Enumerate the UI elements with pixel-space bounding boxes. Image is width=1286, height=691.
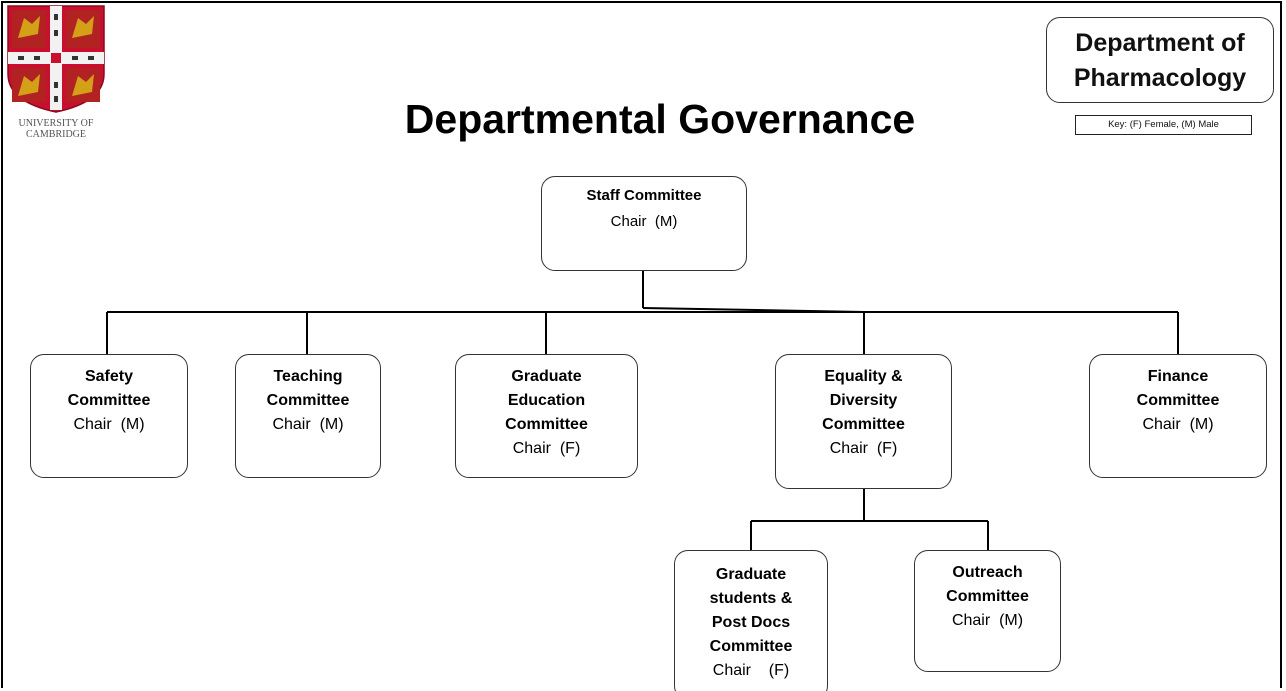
node-chair: Chair (M) xyxy=(610,213,678,230)
crest-text-line2: CAMBRIDGE xyxy=(26,129,86,140)
node-chair: Chair (F) xyxy=(512,440,581,457)
node-chair: Chair (M) xyxy=(951,612,1024,629)
department-label: Department of Pharmacology xyxy=(1046,17,1274,103)
department-line-1: Department of xyxy=(1075,29,1245,57)
node-name: Outreach Committee xyxy=(946,564,1029,605)
page-title: Departmental Governance xyxy=(404,96,916,142)
node-chair: Chair (M) xyxy=(272,416,344,433)
node-outreach-committee: Outreach Committee Chair (M) xyxy=(914,550,1061,672)
node-name: Finance Committee xyxy=(1136,368,1220,409)
node-graduate-education-committee: Graduate Education Committee Chair (F) xyxy=(455,354,638,478)
node-name: Staff Committee xyxy=(586,187,702,204)
node-equality-diversity-committee: Equality & Diversity Committee Chair (F) xyxy=(775,354,952,489)
node-teaching-committee: Teaching Committee Chair (M) xyxy=(235,354,381,478)
university-crest-logo: UNIVERSITY OF CAMBRIDGE xyxy=(4,4,108,140)
node-finance-committee: Finance Committee Chair (M) xyxy=(1089,354,1267,478)
node-name: Graduate Education Committee xyxy=(505,368,588,433)
node-name: Teaching Committee xyxy=(266,368,350,409)
node-graduate-students-postdocs-committee: Graduate students & Post Docs Committee … xyxy=(674,550,828,691)
department-line-2: Pharmacology xyxy=(1073,64,1247,92)
crest-text-line1: UNIVERSITY OF xyxy=(19,118,94,129)
node-chair: Chair (F) xyxy=(829,440,898,457)
node-staff-committee: Staff Committee Chair (M) xyxy=(541,176,747,271)
node-name: Graduate students & Post Docs Committee xyxy=(709,566,793,655)
node-name: Safety Committee xyxy=(67,368,151,409)
node-chair: Chair (M) xyxy=(73,416,145,433)
node-chair: Chair (F) xyxy=(712,662,790,679)
gender-key: Key: (F) Female, (M) Male xyxy=(1075,115,1252,135)
node-name: Equality & Diversity Committee xyxy=(822,368,905,433)
node-safety-committee: Safety Committee Chair (M) xyxy=(30,354,188,478)
node-chair: Chair (M) xyxy=(1142,416,1214,433)
